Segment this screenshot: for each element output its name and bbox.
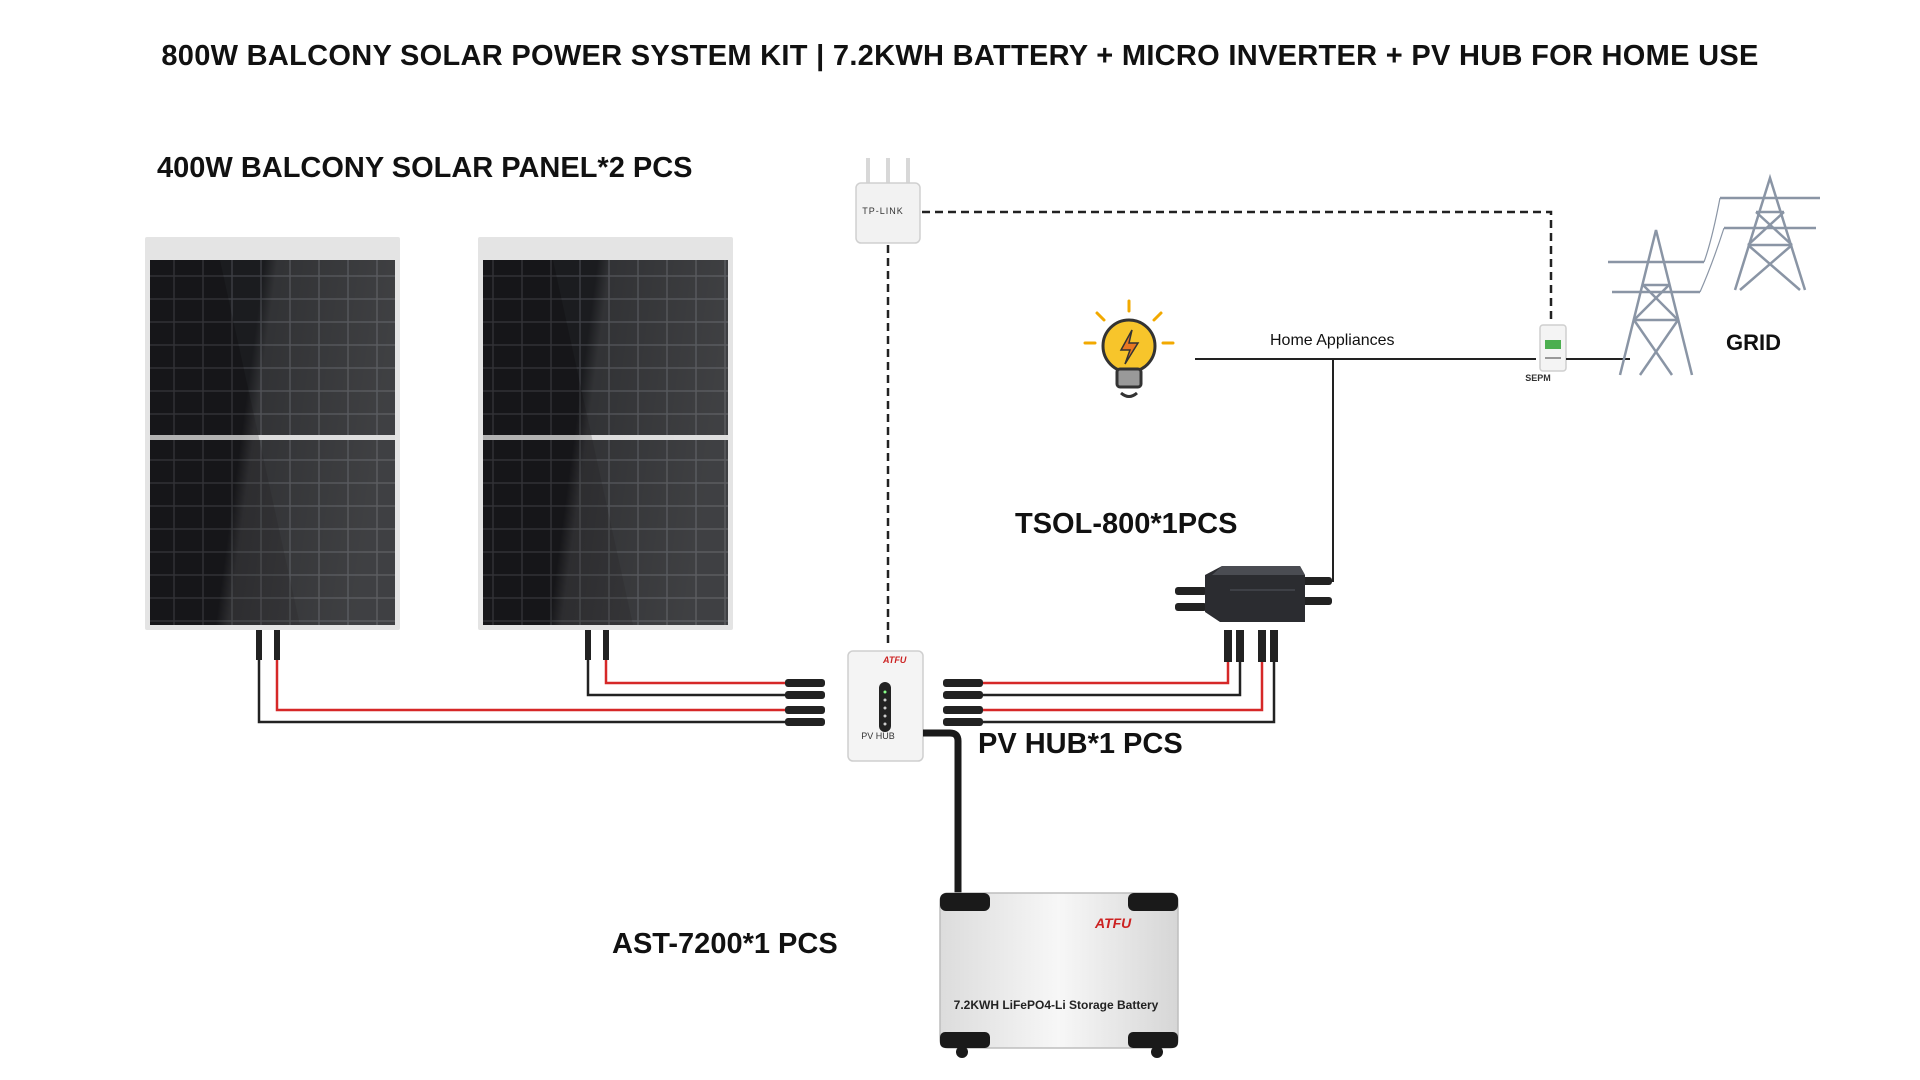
- pv-hub-label: PV HUB*1 PCS: [978, 728, 1183, 760]
- hub-to-inverter-cables: [983, 630, 1278, 724]
- meter-icon: [1539, 324, 1567, 372]
- home-appliances-label: Home Appliances: [1270, 332, 1395, 349]
- solar-panel-label: 400W BALCONY SOLAR PANEL*2 PCS: [157, 152, 693, 184]
- lightbulb-icon: [1083, 299, 1175, 398]
- page-title: 800W BALCONY SOLAR POWER SYSTEM KIT | 7.…: [161, 40, 1759, 72]
- hub-input-connectors: [785, 679, 825, 726]
- battery-text: 7.2KWH LiFePO4-Li Storage Battery: [953, 998, 1159, 1012]
- solar-panel-2: [478, 237, 733, 630]
- communication-lines: [886, 210, 1553, 648]
- hub-to-battery-cable: [923, 729, 962, 895]
- panel-1-cables: [256, 630, 820, 724]
- router-icon: [855, 158, 921, 244]
- battery-brand-logo: ATFU: [1095, 915, 1132, 931]
- micro-inverter: [1175, 566, 1332, 622]
- battery: [939, 892, 1179, 1058]
- battery-label: AST-7200*1 PCS: [612, 928, 838, 960]
- panel-2-cables: [585, 630, 820, 697]
- pv-hub-text: PV HUB: [861, 731, 895, 741]
- router-text: TP-LINK: [862, 206, 904, 216]
- pv-hub-brand-logo: ATFU: [883, 655, 907, 665]
- micro-inverter-label: TSOL-800*1PCS: [1015, 508, 1238, 540]
- transmission-tower-icon: [1608, 173, 1820, 376]
- pv-hub: [847, 650, 924, 762]
- meter-text: SEPM: [1525, 373, 1551, 383]
- hub-output-connectors: [943, 679, 983, 726]
- grid-label: GRID: [1726, 330, 1781, 355]
- inverter-ac-line: [1332, 359, 1334, 582]
- solar-panel-1: [145, 237, 400, 630]
